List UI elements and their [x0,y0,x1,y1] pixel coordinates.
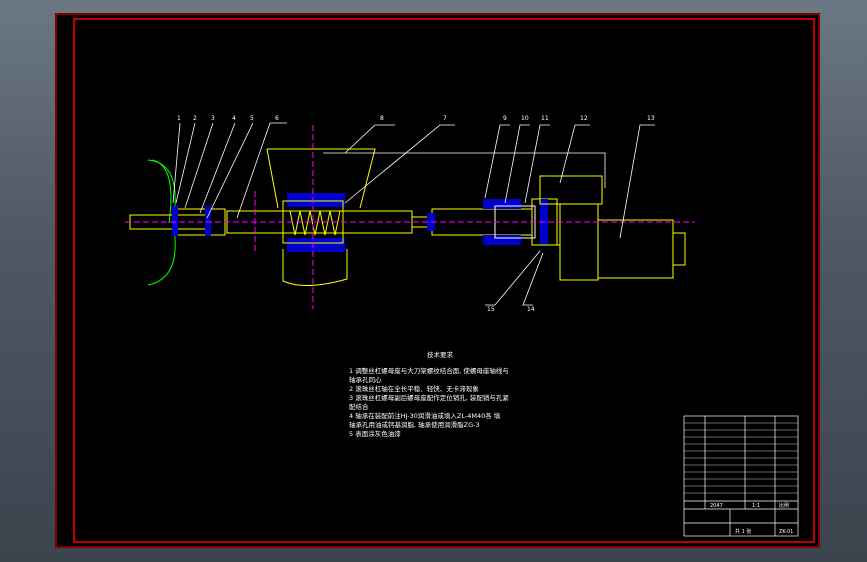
leader-lines [172,122,655,306]
title-sheet: 共 1 张 [735,528,751,535]
parts-list-rows [684,422,798,494]
technical-notes: 技术要求 1 调整丝杠螺母座与大刀架螺纹结合面, 使螺母座轴线与 轴承孔同心 2… [349,350,509,438]
part-label-5: 5 [250,115,254,122]
title-block [683,415,799,537]
note-line: 1 调整丝杠螺母座与大刀架螺纹结合面, 使螺母座轴线与 [349,366,509,375]
title-drawing-no: ZK-01 [779,529,793,535]
note-line: 3 滚珠丝杠螺母副后螺母座配作定位销孔, 装配销与孔紧 [349,393,509,402]
part-label-7: 7 [443,115,447,122]
centerlines [125,125,695,309]
note-line: 5 表面涂灰色油漆 [349,429,401,438]
note-line: 2 滚珠丝杠轴在全长平稳、轻快、无卡滞现象 [349,384,479,393]
title-weight: 1:1 [752,503,760,509]
title-scale: 比例 [779,502,789,509]
part-label-6: 6 [275,115,279,122]
part-label-12: 12 [580,115,588,122]
note-line: 4 轴承在装配前注HJ-30润滑油或填入ZL-4M40各 填 [349,411,501,420]
part-label-9: 9 [503,115,507,122]
part-number-labels: 1 2 3 4 5 6 8 7 9 10 11 12 13 15 14 [177,115,655,313]
outer-border [55,13,820,548]
part-label-2: 2 [193,115,197,122]
nut-housing [266,148,376,287]
part-label-14: 14 [527,306,535,313]
part-label-1: 1 [177,115,181,122]
part-label-15: 15 [487,306,495,313]
part-label-11: 11 [541,115,549,122]
part-label-10: 10 [521,115,529,122]
part-label-4: 4 [232,115,236,122]
title-block-text: 2047 1:1 比例 共 1 张 ZK-01 [710,502,793,535]
notes-title: 技术要求 [427,350,454,359]
inner-border [73,18,815,543]
note-line: 轴承孔同心 [349,375,382,384]
motor-assembly [494,175,686,281]
drawing-canvas: 1 2 3 4 5 6 8 7 9 10 11 12 13 15 14 技术要求… [55,13,820,548]
title-count: 2047 [710,503,723,509]
note-line: 配结合 [349,402,369,411]
part-label-13: 13 [647,115,655,122]
note-line: 轴承孔用油或钙基润脂, 轴承使用润滑脂ZG-3 [349,420,480,429]
part-label-8: 8 [380,115,384,122]
part-label-3: 3 [211,115,215,122]
